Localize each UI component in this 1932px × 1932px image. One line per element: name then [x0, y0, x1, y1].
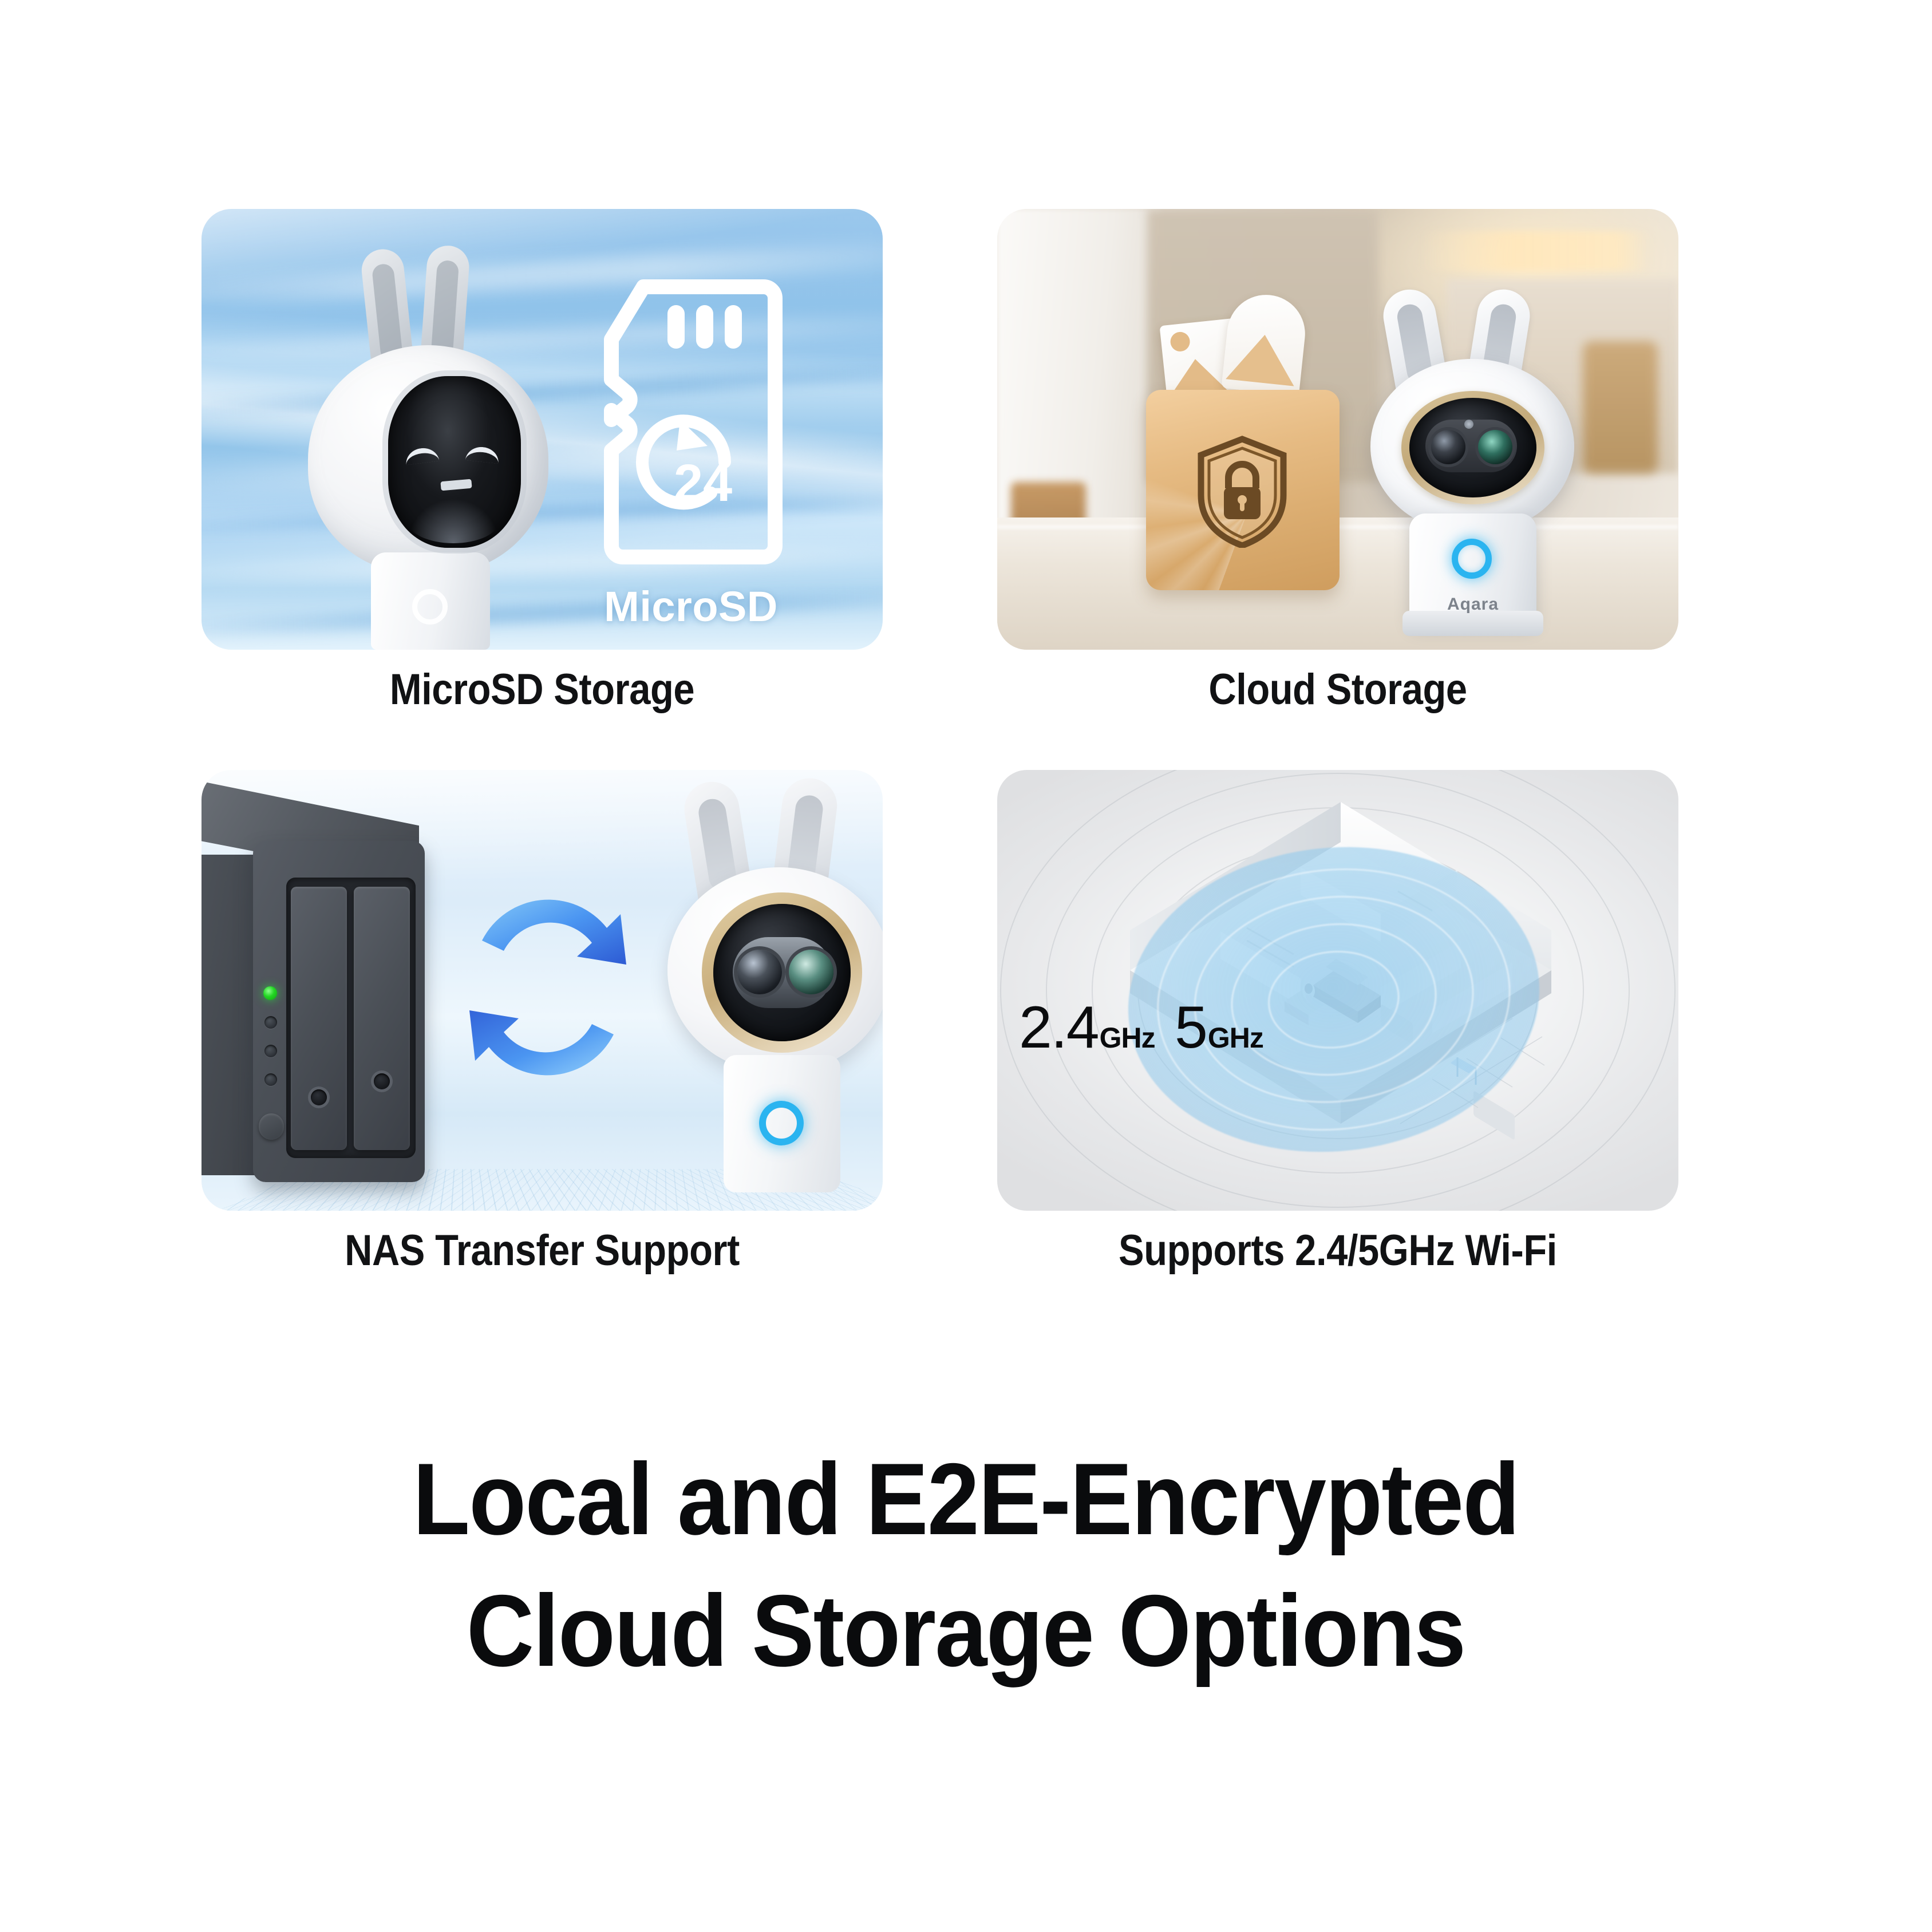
- nas-device: [202, 780, 453, 1182]
- band-unit-5: GHz: [1207, 1022, 1264, 1054]
- headline-line-2-text: Cloud Storage Options: [467, 1574, 1466, 1688]
- kitchen-jars: [1583, 341, 1658, 473]
- feature-card-cloud-storage[interactable]: Aqara Cloud Storage: [997, 209, 1678, 714]
- camera-brand-logo: Aqara: [1447, 595, 1499, 614]
- sync-arrows-icon: [469, 899, 626, 1076]
- feature-card-grid: 24 MicroSD MicroSD Storage: [0, 0, 1932, 1328]
- band-label-5ghz: 5 GHz: [1175, 994, 1264, 1061]
- headline-line-2: Cloud Storage Options: [0, 1580, 1932, 1682]
- microsd-card-icon: 24: [604, 279, 783, 564]
- cloud-storage-image: Aqara: [997, 209, 1678, 650]
- nas-power-button[interactable]: [259, 1113, 284, 1140]
- aqara-camera-device: Aqara: [1338, 285, 1607, 636]
- band-value-2-4: 2.4: [1019, 994, 1100, 1061]
- microsd-badge-label: MicroSD: [604, 583, 778, 630]
- camera-ir-sensor: [1464, 420, 1473, 429]
- photo-sun-dot: [1169, 331, 1191, 353]
- sleepy-eye-left: [404, 446, 440, 465]
- nas-transfer-image: [202, 770, 883, 1211]
- photo-triangle: [1226, 331, 1299, 386]
- nas-drive-bay-2: [354, 887, 410, 1150]
- screen-glow: [408, 499, 499, 543]
- camera-led-ring: [412, 589, 448, 625]
- camera-device-cartoon: [282, 243, 579, 650]
- band-unit-2-4: GHz: [1099, 1022, 1156, 1054]
- camera-led-ring: [1452, 539, 1492, 579]
- caption-microsd-storage: MicroSD Storage: [389, 665, 695, 714]
- caption-nas-transfer: NAS Transfer Support: [345, 1226, 740, 1275]
- feature-card-microsd-storage[interactable]: 24 MicroSD MicroSD Storage: [202, 209, 883, 714]
- camera-device: [642, 775, 883, 1194]
- nas-bay-lock-2: [374, 1073, 390, 1089]
- feature-card-nas-transfer[interactable]: NAS Transfer Support: [202, 770, 883, 1275]
- microsd-storage-image: 24 MicroSD: [202, 209, 883, 650]
- nas-status-led: [264, 1045, 277, 1057]
- headline-line-1-text: Local and E2E-Encrypted: [413, 1442, 1520, 1556]
- nas-status-led: [264, 1073, 277, 1086]
- sleepy-eye-right: [465, 445, 500, 464]
- kitchen-light: [1419, 231, 1652, 271]
- storage-bag: [1146, 390, 1340, 590]
- signal-ripple: [1046, 773, 1630, 1208]
- microsd-24h-value: 24: [674, 454, 732, 512]
- camera-led-ring: [759, 1101, 804, 1145]
- caption-cloud-storage: Cloud Storage: [1208, 665, 1467, 714]
- feature-card-wifi-coverage[interactable]: 2.4 GHz 5 GHz Supports 2.4/5GHz Wi-Fi: [997, 770, 1678, 1275]
- camera-face-screen: [388, 376, 521, 548]
- nas-status-led: [264, 1016, 277, 1029]
- shield-lock-icon: [1198, 436, 1287, 548]
- wifi-coverage-image: 2.4 GHz 5 GHz: [997, 770, 1678, 1211]
- headline-line-1: Local and E2E-Encrypted: [0, 1448, 1932, 1550]
- camera-lens-wide: [737, 950, 782, 994]
- caption-wifi-coverage: Supports 2.4/5GHz Wi-Fi: [1119, 1226, 1557, 1275]
- signal-ripple: [1000, 770, 1676, 1211]
- nas-drive-bay-1: [291, 887, 347, 1150]
- camera-lens-tele: [1478, 430, 1512, 464]
- band-label-2-4ghz: 2.4 GHz: [1019, 994, 1156, 1061]
- camera-lens-wide: [1431, 430, 1465, 464]
- band-value-5: 5: [1175, 994, 1208, 1061]
- nas-status-led-active: [263, 986, 277, 1000]
- camera-mouth: [440, 479, 472, 491]
- nas-bay-lock-1: [311, 1089, 327, 1105]
- camera-lens-tele: [789, 950, 833, 994]
